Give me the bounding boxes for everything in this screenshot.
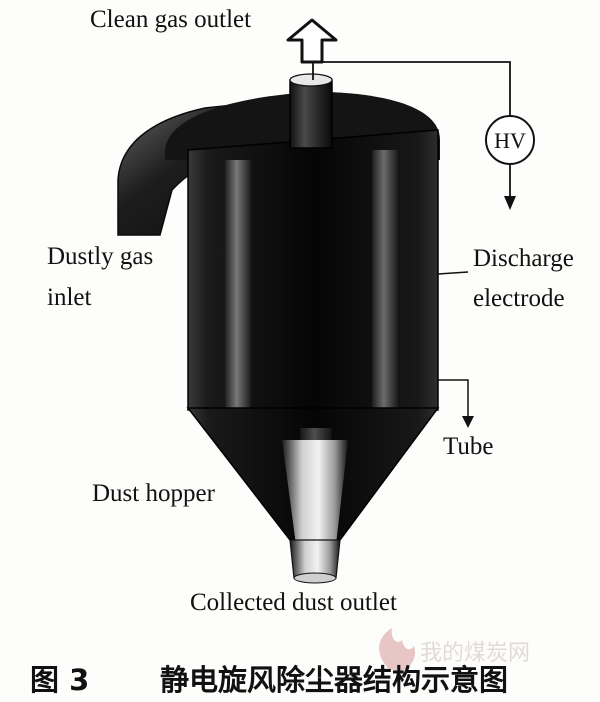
label-discharge-line2: electrode	[473, 285, 565, 312]
watermark: 我的煤炭网	[379, 628, 530, 672]
label-dustly-gas-line1: Dustly gas	[47, 243, 153, 270]
body-highlight-band-right	[372, 150, 398, 410]
label-dust-hopper: Dust hopper	[92, 480, 216, 507]
watermark-text: 我的煤炭网	[420, 641, 530, 666]
collected-dust-outlet-pipe	[289, 539, 341, 584]
clean-gas-arrow	[286, 18, 338, 64]
clean-gas-outlet-pipe	[289, 73, 333, 149]
caption-title: 静电旋风除尘器结构示意图	[160, 663, 508, 697]
tube-ground-arrow	[462, 416, 474, 428]
tube-lower	[282, 440, 348, 545]
hv-source: HV	[485, 115, 535, 165]
label-dustly-gas-line2: inlet	[47, 284, 91, 311]
label-collected-dust-outlet: Collected dust outlet	[190, 589, 397, 616]
label-discharge-line1: Discharge	[473, 245, 574, 272]
label-clean-gas-outlet: Clean gas outlet	[90, 6, 251, 33]
cyclone-body	[187, 129, 439, 411]
hv-wiring	[312, 61, 511, 196]
flame-logo-icon	[379, 628, 416, 672]
body-highlight-band-left	[225, 160, 251, 410]
label-tube: Tube	[443, 433, 494, 460]
hv-ground-arrow	[504, 196, 516, 210]
leader-lines	[437, 271, 469, 418]
caption-number: 图 3	[30, 663, 89, 697]
hv-label: HV	[494, 128, 526, 153]
